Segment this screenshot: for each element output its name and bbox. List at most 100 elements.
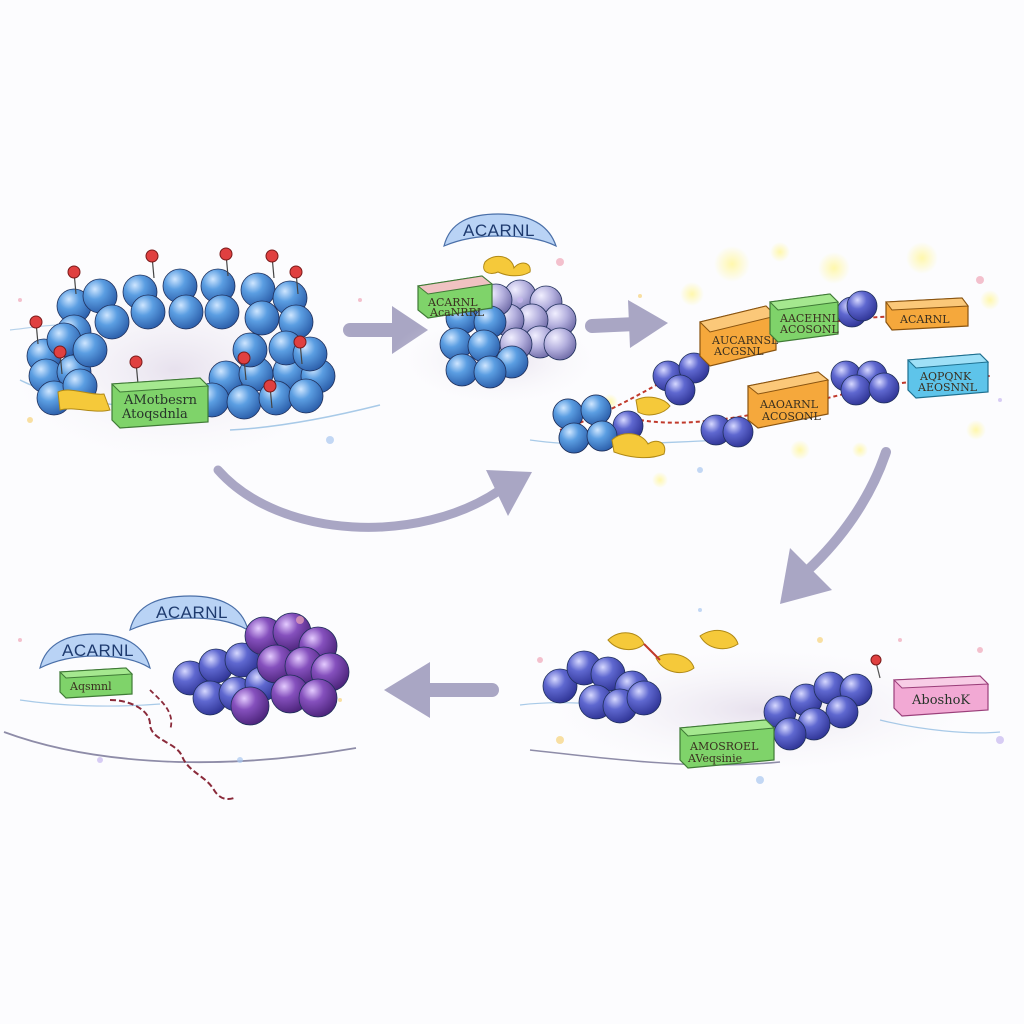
orange-1-label-2: ACGSNL xyxy=(713,345,764,358)
bead xyxy=(542,668,578,704)
pin-head xyxy=(67,265,81,279)
bead xyxy=(773,717,807,751)
bead xyxy=(868,372,900,404)
glow-dot xyxy=(680,282,704,306)
arrow-bottom-right-to-left xyxy=(384,662,499,718)
ring-box-label-1: AMotbesrn xyxy=(123,393,198,408)
bead xyxy=(94,304,130,340)
chain-orange-box-4: AAOARNL ACOSONL xyxy=(746,371,830,429)
arrow-chain-down xyxy=(780,447,891,604)
pin-head xyxy=(293,335,307,349)
stage-enzyme-complex: ACARNL ACARNL AcaNRRL xyxy=(390,213,610,410)
bottom-green-label-2: AVeqsinie xyxy=(687,752,742,765)
speckle xyxy=(27,417,33,423)
bead xyxy=(230,686,270,726)
speckle xyxy=(556,258,564,266)
pin-head xyxy=(29,315,43,329)
speckle xyxy=(358,298,362,302)
green-2-label-1: AACEHNL xyxy=(779,312,840,325)
br-beads xyxy=(542,650,873,751)
speckle xyxy=(756,776,764,784)
br-yellow-ribbons xyxy=(607,629,739,674)
pin-head xyxy=(265,249,279,263)
ring-yellow-ribbon xyxy=(57,389,111,412)
stage-bottom-right: AMOSROEL AVeqsinie AboshoK xyxy=(519,629,1001,780)
banner-br-text: ACARNL xyxy=(156,603,228,622)
chain-orange-box-1: AUCARNSL ACGSNL xyxy=(699,305,779,367)
banner-bl-text: ACARNL xyxy=(62,641,134,660)
chain-orange-box-3: ACARNL xyxy=(885,297,969,331)
glow-dot xyxy=(966,420,986,440)
speckle xyxy=(537,657,543,663)
speckles xyxy=(18,258,1004,784)
bead xyxy=(558,422,590,454)
orange-1-label-1: AUCARNSL xyxy=(711,334,779,347)
speckle xyxy=(698,608,702,612)
speckle xyxy=(638,294,642,298)
speckle xyxy=(898,638,902,642)
bottom-green-label-1: AMOSROEL xyxy=(689,740,759,753)
stage-ring-complex: AMotbesrn Atoqsdnla xyxy=(0,247,381,475)
speckle xyxy=(977,647,983,653)
glow-dot xyxy=(906,242,938,274)
banner-top-text: ACARNL xyxy=(463,221,535,240)
top-box-label-1: ACARNL xyxy=(427,296,478,309)
bead xyxy=(580,394,612,426)
bl-beads xyxy=(172,612,350,726)
bead xyxy=(543,327,577,361)
speckle xyxy=(998,398,1002,402)
bead xyxy=(473,355,507,389)
arrow-complex-to-chain xyxy=(585,300,668,348)
glow-dot xyxy=(714,246,750,282)
orange-4-label-2: ACOSONL xyxy=(761,410,822,423)
orange-4-label-1: AAOARNL xyxy=(759,398,819,411)
pin-head xyxy=(263,379,277,393)
br-pink-box: AboshoK xyxy=(892,675,990,717)
arrow-ring-curve-to-chain xyxy=(213,465,532,532)
banner-top: ACARNL xyxy=(443,213,558,248)
bead xyxy=(130,294,166,330)
br-green-box: AMOSROEL AVeqsinie xyxy=(678,719,776,769)
speckle xyxy=(237,757,243,763)
speckle xyxy=(296,616,304,624)
flow-arrows xyxy=(213,300,891,718)
speckle xyxy=(517,297,523,303)
bead xyxy=(626,680,662,716)
complex-green-box: ACARNL AcaNRRL xyxy=(416,275,494,319)
ring-pins xyxy=(29,247,307,409)
ring-box-label-2: Atoqsdnla xyxy=(121,407,188,422)
glow-dot xyxy=(790,440,810,460)
complex-blue-subunits xyxy=(439,301,529,389)
speckle xyxy=(326,436,334,444)
green-2-label-2: ACOSONL xyxy=(779,323,840,336)
pin-head xyxy=(145,249,159,263)
bead xyxy=(840,374,872,406)
bl-banner-left: ACARNL xyxy=(39,633,151,670)
bead xyxy=(288,378,324,414)
stage-polymer-chain: AUCARNSL ACGSNL AACEHNL ACOSONL ACARNL A… xyxy=(529,242,1000,488)
bead xyxy=(586,420,618,452)
glow-dot xyxy=(818,252,850,284)
bl-banner-right: ACARNL xyxy=(129,595,249,632)
bead xyxy=(244,300,280,336)
glow-dot xyxy=(852,442,868,458)
bead xyxy=(168,294,204,330)
pin-head xyxy=(53,345,67,359)
pin-head xyxy=(289,265,303,279)
bead xyxy=(226,384,262,420)
bead xyxy=(445,353,479,387)
chain-glow-dots xyxy=(602,242,1000,488)
speckle xyxy=(556,736,564,744)
pin-head xyxy=(237,351,251,365)
complex-yellow-cofactor xyxy=(483,255,531,277)
pink-label: AboshoK xyxy=(911,693,970,708)
bead xyxy=(678,352,710,384)
stage-bottom-left: ACARNL ACARNL Aqsmnl xyxy=(3,595,357,800)
top-box-label-2: AcaNRRL xyxy=(429,306,485,319)
ring-green-box: AMotbesrn Atoqsdnla xyxy=(110,377,210,429)
glow-dot xyxy=(652,472,668,488)
bead xyxy=(72,332,108,368)
chain-green-box-2: AACEHNL ACOSONL xyxy=(768,293,840,343)
